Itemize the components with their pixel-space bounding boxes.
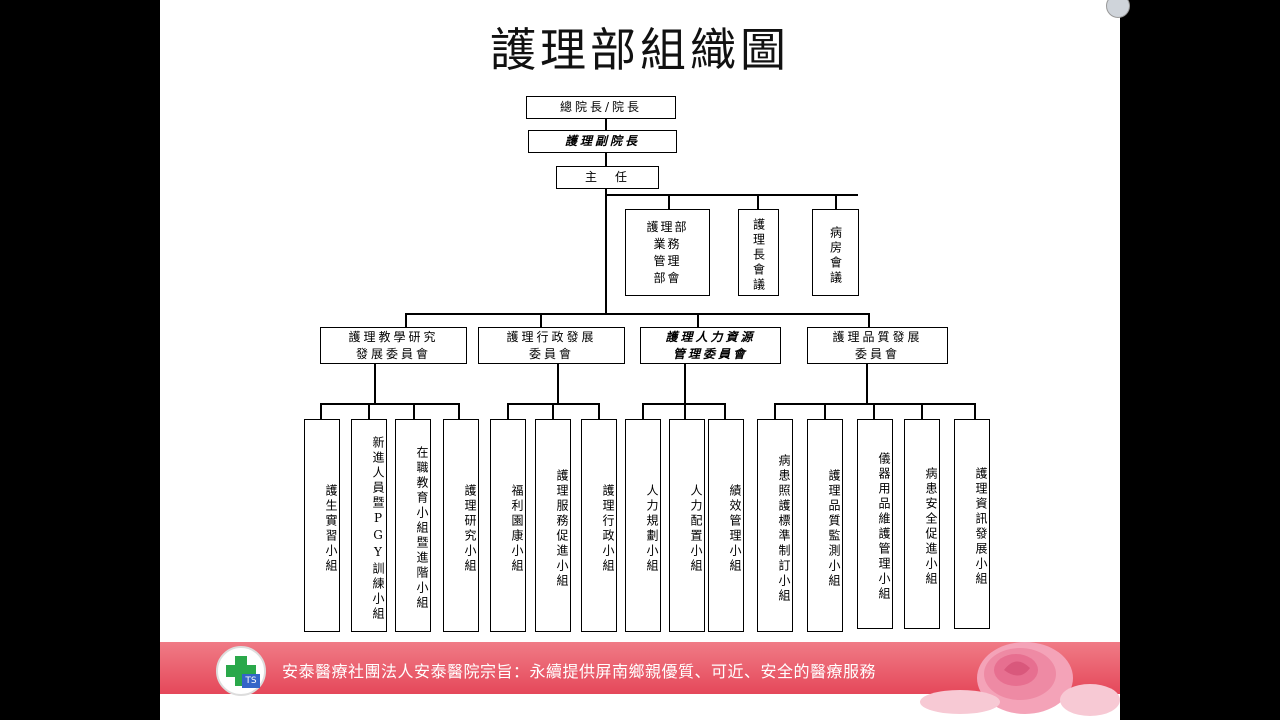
scroll-indicator[interactable] — [1106, 0, 1130, 18]
group-box: 病患安全促進小組 — [904, 419, 940, 629]
connector-line — [774, 403, 976, 405]
connector-line — [684, 363, 686, 403]
connector-line — [368, 403, 370, 420]
connector-line — [668, 194, 670, 210]
group-box: 新進人員暨PGY訓練小組 — [351, 419, 387, 632]
connector-line — [540, 313, 542, 328]
org-vice-box: 護理副院長 — [528, 130, 677, 153]
connector-line — [824, 403, 826, 420]
connector-line — [605, 118, 607, 130]
logo-text: TS — [242, 674, 260, 688]
group-box: 護理品質監測小組 — [807, 419, 843, 632]
connector-line — [552, 403, 554, 420]
connector-line — [873, 403, 875, 420]
slide: 護理部組織圖 總院長/院長 護理副院長 主 任 護理部 業務 管理 部會 護理長… — [160, 0, 1120, 720]
connector-line — [374, 363, 376, 403]
connector-line — [557, 363, 559, 403]
connector-line — [320, 403, 322, 420]
committee-box: 護理行政發展 委員會 — [478, 327, 625, 364]
group-box: 護理服務促進小組 — [535, 419, 571, 632]
slide-title: 護理部組織圖 — [160, 14, 1120, 80]
org-director-box: 主 任 — [556, 166, 659, 189]
connector-line — [697, 313, 699, 328]
footer-text: 安泰醫療社團法人安泰醫院宗旨：永續提供屏南鄉親優質、可近、安全的醫療服務 — [282, 658, 876, 682]
connector-line — [598, 403, 600, 420]
committee-box: 護理教學研究 發展委員會 — [320, 327, 467, 364]
group-box: 績效管理小組 — [708, 419, 744, 632]
side-unit-box: 護理長會議 — [738, 209, 779, 296]
connector-line — [835, 194, 837, 210]
side-unit-box: 病房會議 — [812, 209, 859, 296]
connector-line — [774, 403, 776, 420]
connector-line — [458, 403, 460, 420]
group-box: 病患照護標準制訂小組 — [757, 419, 793, 632]
connector-line — [724, 403, 726, 420]
connector-line — [507, 403, 509, 420]
org-top-box: 總院長/院長 — [526, 96, 676, 119]
committee-box: 護理人力資源 管理委員會 — [640, 327, 781, 364]
group-box: 護理資訊發展小組 — [954, 419, 990, 629]
connector-line — [757, 194, 759, 210]
connector-line — [413, 403, 415, 420]
group-box: 在職教育小組暨進階小組 — [395, 419, 431, 632]
connector-line — [684, 403, 686, 420]
connector-line — [320, 403, 460, 405]
hospital-logo: TS — [216, 646, 266, 696]
group-box: 護生實習小組 — [304, 419, 340, 632]
group-box: 福利園康小組 — [490, 419, 526, 632]
committee-box: 護理品質發展 委員會 — [807, 327, 948, 364]
group-box: 人力規劃小組 — [625, 419, 661, 632]
connector-line — [605, 153, 607, 166]
connector-line — [605, 188, 607, 314]
group-box: 護理研究小組 — [443, 419, 479, 632]
connector-line — [405, 313, 407, 328]
group-box: 護理行政小組 — [581, 419, 617, 632]
connector-line — [866, 363, 868, 403]
connector-line — [642, 403, 644, 420]
group-box: 儀器用品維護管理小組 — [857, 419, 893, 629]
connector-line — [921, 403, 923, 420]
connector-line — [868, 313, 870, 328]
connector-line — [974, 403, 976, 420]
connector-line — [605, 194, 858, 196]
side-unit-box: 護理部 業務 管理 部會 — [625, 209, 710, 296]
group-box: 人力配置小組 — [669, 419, 705, 632]
rose-icon — [920, 630, 1120, 720]
connector-line — [405, 313, 870, 315]
